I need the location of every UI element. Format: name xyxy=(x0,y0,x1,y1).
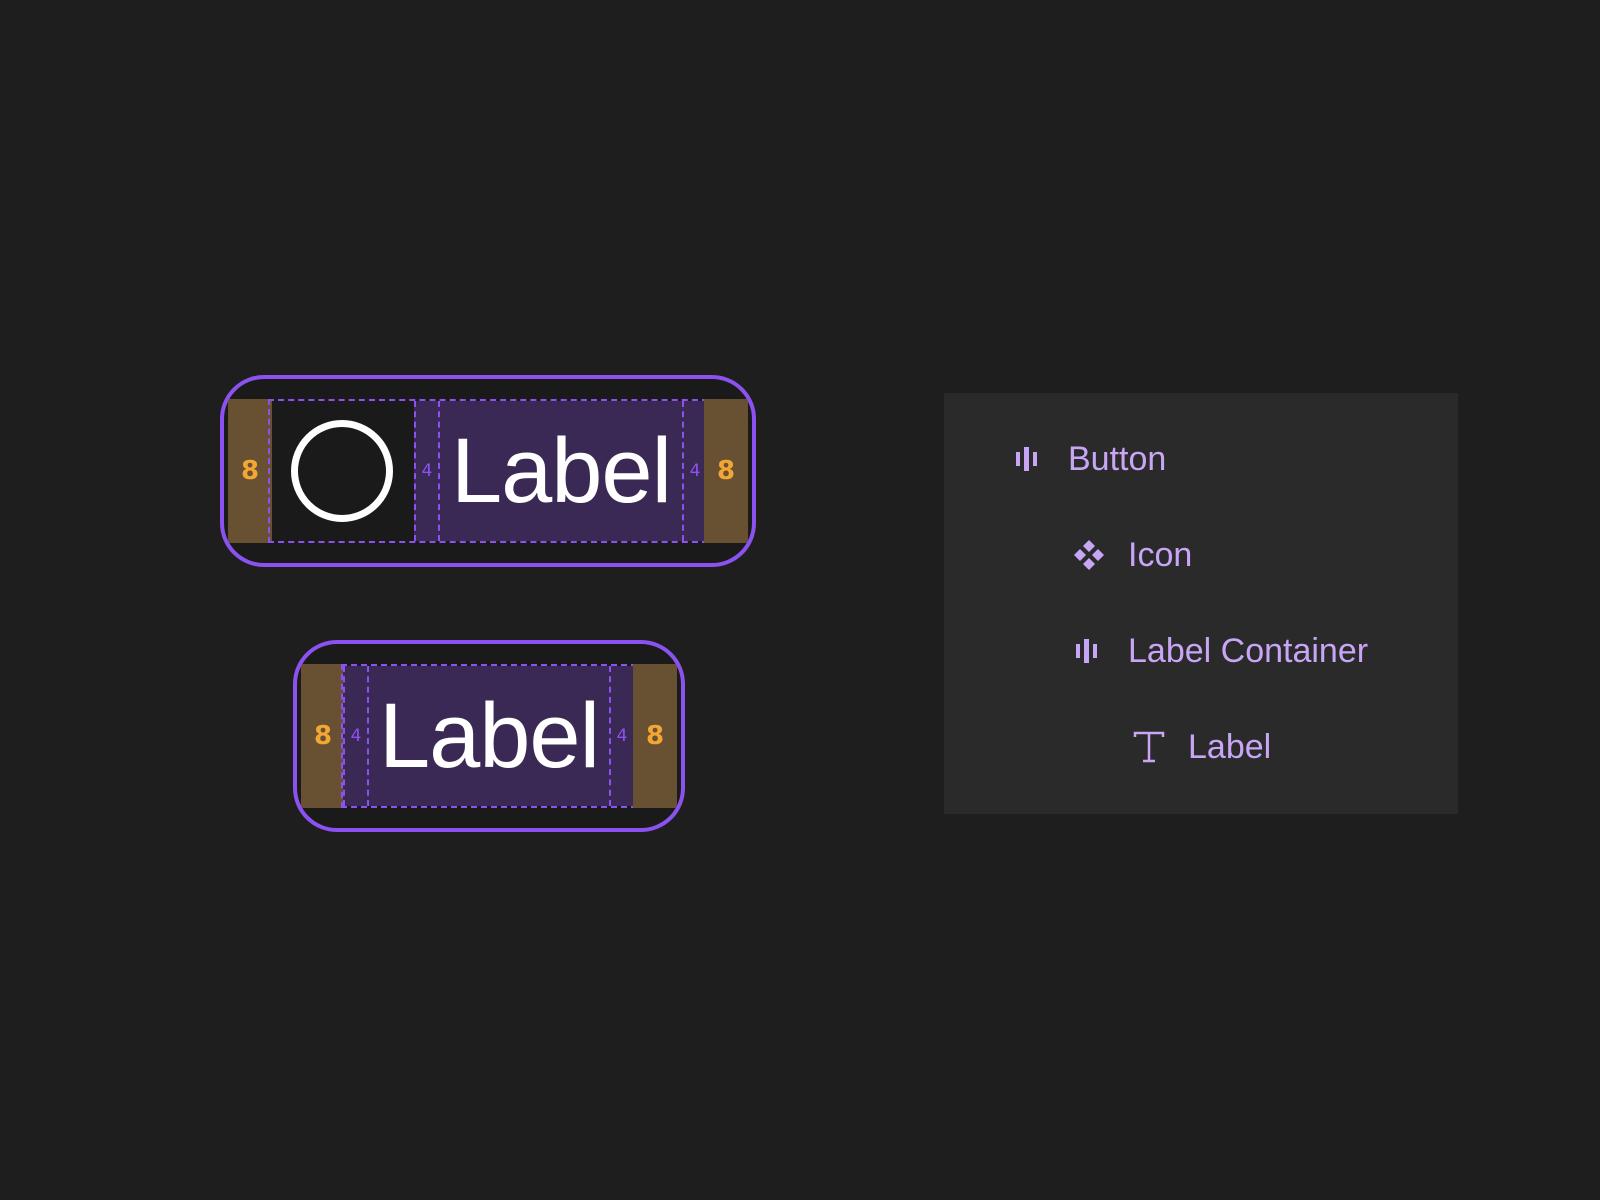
label-container: 4 Label 4 xyxy=(343,666,635,806)
layer-item-label: Button xyxy=(1068,439,1167,478)
circle-icon xyxy=(291,420,393,522)
gap-right-indicator: 4 xyxy=(689,461,701,481)
layer-item-label: Label xyxy=(1188,727,1272,766)
button-label: Label xyxy=(438,401,684,541)
gap-left-indicator: 4 xyxy=(350,726,362,746)
icon-slot xyxy=(270,401,414,541)
padding-left-indicator: 8 xyxy=(228,399,272,543)
button-label-only-specimen: 8 4 Label 4 8 xyxy=(293,640,685,832)
layer-item-label[interactable]: Label xyxy=(1132,719,1271,775)
button-content-frame: 4 Label 4 xyxy=(341,664,637,808)
text-icon xyxy=(1132,730,1166,764)
gap-left-indicator: 4 xyxy=(421,461,433,481)
layer-item-label-container[interactable]: Label Container xyxy=(1072,623,1368,679)
padding-right-indicator: 8 xyxy=(633,664,677,808)
layers-panel: Button Icon Label Contain xyxy=(944,393,1458,814)
padding-right-indicator: 8 xyxy=(704,399,748,543)
gap-right-indicator: 4 xyxy=(616,726,628,746)
layer-item-button[interactable]: Button xyxy=(1012,431,1166,487)
layer-item-label: Icon xyxy=(1128,535,1193,574)
layer-item-label: Label Container xyxy=(1128,631,1369,670)
button-content-frame: 4 Label 4 xyxy=(268,399,708,543)
auto-layout-icon xyxy=(1072,634,1106,668)
component-icon xyxy=(1072,538,1106,572)
label-container: 4 Label 4 xyxy=(414,401,708,541)
padding-left-indicator: 8 xyxy=(301,664,345,808)
auto-layout-icon xyxy=(1012,442,1046,476)
button-with-icon-specimen: 8 4 Label 4 8 xyxy=(220,375,756,567)
layer-item-icon[interactable]: Icon xyxy=(1072,527,1192,583)
button-label: Label xyxy=(367,666,611,806)
